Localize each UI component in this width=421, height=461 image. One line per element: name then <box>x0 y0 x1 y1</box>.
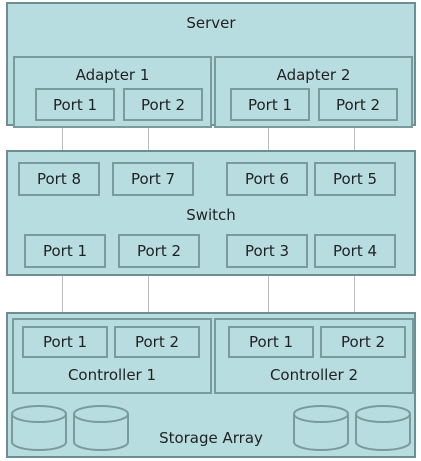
switch-panel: Port 8 Port 7 Port 6 Port 5 Switch Port … <box>6 150 416 276</box>
switch-port-1: Port 1 <box>24 234 106 268</box>
controller-2: Port 1 Port 2 Controller 2 <box>214 318 414 394</box>
switch-port-4: Port 4 <box>314 234 396 268</box>
adapter-2-label: Adapter 2 <box>276 66 351 84</box>
adapter-1: Adapter 1 Port 1 Port 2 <box>13 56 212 128</box>
wire-server-switch-4 <box>354 124 355 154</box>
controller-2-label: Controller 2 <box>269 366 359 384</box>
storage-array-title: Storage Array <box>159 429 263 447</box>
wire-server-switch-2 <box>148 124 149 154</box>
adapter-1-label: Adapter 1 <box>75 66 150 84</box>
wire-server-switch-1 <box>62 124 63 154</box>
adapter-1-port-1: Port 1 <box>35 88 115 121</box>
wire-server-switch-3 <box>268 124 269 154</box>
adapter-1-port-2: Port 2 <box>123 88 203 121</box>
wire-switch-storage-4 <box>354 275 355 315</box>
controller-1-label: Controller 1 <box>67 366 157 384</box>
switch-title: Switch <box>186 206 236 224</box>
disk-icon <box>293 405 349 451</box>
switch-port-3: Port 3 <box>226 234 308 268</box>
switch-port-5: Port 5 <box>314 162 396 196</box>
wire-switch-storage-1 <box>62 275 63 315</box>
switch-port-2: Port 2 <box>118 234 200 268</box>
controller-1: Port 1 Port 2 Controller 1 <box>12 318 212 394</box>
wire-switch-storage-3 <box>268 275 269 315</box>
wire-switch-storage-2 <box>148 275 149 315</box>
adapter-2-port-1: Port 1 <box>230 88 310 121</box>
disk-icon <box>355 405 411 451</box>
switch-port-8: Port 8 <box>18 162 100 196</box>
server-panel: Server Adapter 1 Port 1 Port 2 Adapter 2… <box>6 2 416 128</box>
switch-port-6: Port 6 <box>226 162 308 196</box>
controller-1-port-2: Port 2 <box>114 326 200 358</box>
adapter-2: Adapter 2 Port 1 Port 2 <box>214 56 413 128</box>
switch-port-7: Port 7 <box>112 162 194 196</box>
storage-array-panel: Port 1 Port 2 Controller 1 Port 1 Port 2… <box>6 312 416 458</box>
disk-icon <box>11 405 67 451</box>
controller-2-port-1: Port 1 <box>228 326 314 358</box>
server-title: Server <box>186 14 236 32</box>
disk-icon <box>73 405 129 451</box>
controller-1-port-1: Port 1 <box>22 326 108 358</box>
adapter-2-port-2: Port 2 <box>318 88 398 121</box>
controller-2-port-2: Port 2 <box>320 326 406 358</box>
